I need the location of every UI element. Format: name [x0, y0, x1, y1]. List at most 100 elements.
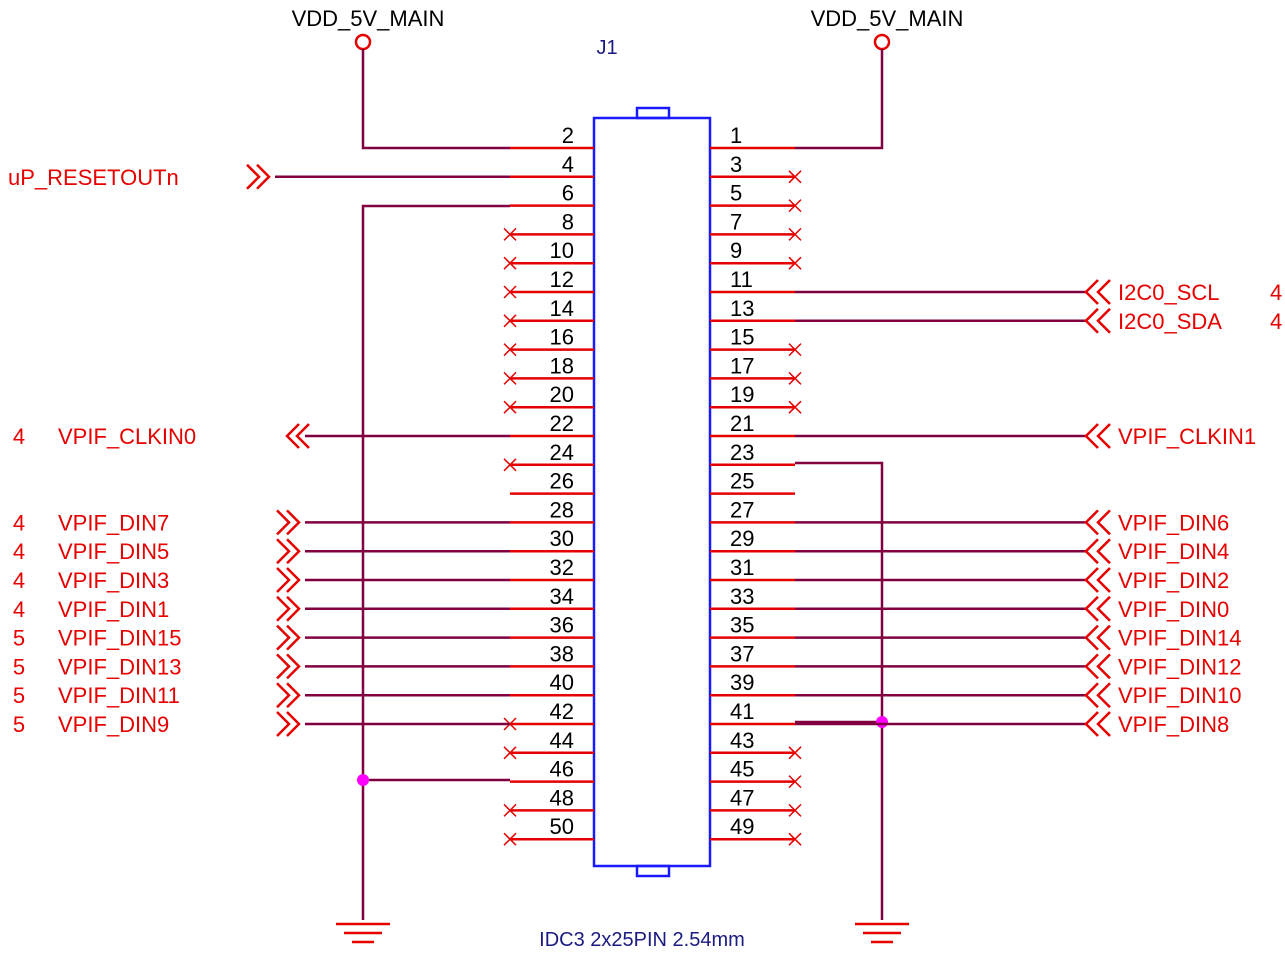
- net-right-10: VPIF_DIN8: [795, 711, 1229, 737]
- pin-31: 31: [710, 555, 795, 582]
- net-label: VPIF_DIN8: [1118, 712, 1229, 737]
- wire-vdd-right: [795, 49, 884, 150]
- pin-number: 14: [550, 296, 574, 321]
- pin-number: 20: [550, 382, 574, 407]
- pin-number: 24: [550, 440, 574, 465]
- pin-number: 43: [730, 728, 754, 753]
- pin-49: 49: [710, 814, 795, 841]
- offpage-connector-icon: [1084, 423, 1111, 449]
- pin-number: 25: [730, 469, 754, 494]
- page-reference: 5: [13, 712, 25, 737]
- no-connect-marker: [788, 199, 802, 213]
- pin-23: 23: [710, 440, 795, 467]
- offpage-connector-icon: [276, 682, 301, 709]
- pin-38: 38: [510, 641, 594, 668]
- pin-34: 34: [510, 584, 594, 611]
- net-right-4: VPIF_DIN4: [795, 538, 1229, 564]
- net-label: VPIF_DIN12: [1118, 654, 1242, 679]
- pin-number: 9: [730, 238, 742, 263]
- offpage-connector-icon: [1084, 595, 1111, 622]
- offpage-connector-icon: [276, 711, 301, 737]
- no-connect-marker: [788, 775, 802, 789]
- no-connect-marker: [503, 285, 517, 299]
- pin-number: 45: [730, 757, 754, 782]
- pin-14: 14: [510, 296, 594, 323]
- nets-layer: uP_RESETOUTnVPIF_CLKIN04VPIF_DIN74VPIF_D…: [8, 163, 1282, 846]
- pin-39: 39: [710, 670, 795, 697]
- component-description: IDC3 2x25PIN 2.54mm: [539, 929, 745, 951]
- no-connect-marker: [788, 832, 802, 846]
- pin-30: 30: [510, 526, 594, 553]
- pin-44: 44: [510, 728, 594, 755]
- no-connect-marker: [503, 458, 517, 472]
- pin-40: 40: [510, 670, 594, 697]
- offpage-connector-icon: [1084, 711, 1111, 737]
- no-connect-marker: [503, 256, 517, 270]
- power-port-circle: [354, 33, 372, 51]
- no-connect-marker: [788, 170, 802, 184]
- offpage-connector-icon: [1084, 509, 1111, 536]
- net-label: VPIF_DIN6: [1118, 510, 1229, 535]
- net-right-9: VPIF_DIN10: [795, 682, 1242, 708]
- pin-13: 13: [710, 296, 795, 323]
- pin-number: 6: [562, 181, 574, 206]
- pin-4: 4: [510, 152, 594, 179]
- pin-number: 2: [562, 123, 574, 148]
- junction-dot: [357, 774, 369, 786]
- pin-19: 19: [710, 382, 795, 409]
- pin-18: 18: [510, 353, 594, 380]
- page-reference: 4: [13, 539, 25, 564]
- pin-50: 50: [510, 814, 594, 841]
- pin-22: 22: [510, 411, 594, 438]
- offpage-connector-icon: [276, 538, 301, 565]
- pin-number: 1: [730, 123, 742, 148]
- pin-45: 45: [710, 757, 795, 783]
- pin-25: 25: [710, 469, 795, 495]
- wires-static: [361, 49, 884, 920]
- wire-gnd-left: [361, 204, 510, 920]
- refdes-label: J1: [596, 37, 617, 59]
- net-label: VPIF_DIN7: [58, 510, 169, 535]
- connector-key-bottom: [635, 864, 671, 878]
- pin-27: 27: [710, 497, 795, 524]
- connector-body: [592, 116, 712, 868]
- net-label: VPIF_DIN9: [58, 712, 169, 737]
- pin-number: 23: [730, 440, 754, 465]
- power-symbol-left: VDD_5V_MAIN: [292, 6, 444, 51]
- pin-number: 42: [550, 699, 574, 724]
- pin-number: 16: [550, 325, 574, 350]
- pin-number: 28: [550, 497, 574, 522]
- net-right-6: VPIF_DIN0: [795, 595, 1229, 622]
- pin-42: 42: [510, 699, 594, 726]
- power-label-right: VDD_5V_MAIN: [811, 6, 964, 31]
- page-reference: 5: [13, 683, 25, 708]
- offpage-connector-icon: [1084, 653, 1111, 680]
- pin-26: 26: [510, 469, 594, 495]
- no-connect-marker: [788, 400, 802, 414]
- pin-35: 35: [710, 613, 795, 639]
- pin-number: 31: [730, 555, 754, 580]
- no-connect-marker: [503, 400, 517, 414]
- power-symbol-right: VDD_5V_MAIN: [811, 6, 964, 51]
- power-port-circle: [873, 33, 891, 51]
- net-label: VPIF_DIN15: [58, 626, 182, 651]
- pin-29: 29: [710, 526, 795, 553]
- no-connect-marker: [503, 371, 517, 385]
- pin-36: 36: [510, 613, 594, 639]
- pin-32: 32: [510, 555, 594, 582]
- offpage-connector-icon: [1084, 624, 1111, 651]
- connector-key-top: [635, 106, 671, 120]
- pin-number: 29: [730, 526, 754, 551]
- net-label: VPIF_DIN2: [1118, 568, 1229, 593]
- pin-number: 41: [730, 699, 754, 724]
- no-connect-marker: [788, 256, 802, 270]
- pin-number: 40: [550, 670, 574, 695]
- pins-layer: 1234567891011121314151617181920212223242…: [510, 123, 795, 841]
- net-left-0: uP_RESETOUTn: [8, 163, 510, 190]
- ground-symbol-right: [855, 922, 909, 944]
- pin-33: 33: [710, 584, 795, 611]
- net-right-2: VPIF_CLKIN1: [795, 423, 1256, 449]
- pin-number: 39: [730, 670, 754, 695]
